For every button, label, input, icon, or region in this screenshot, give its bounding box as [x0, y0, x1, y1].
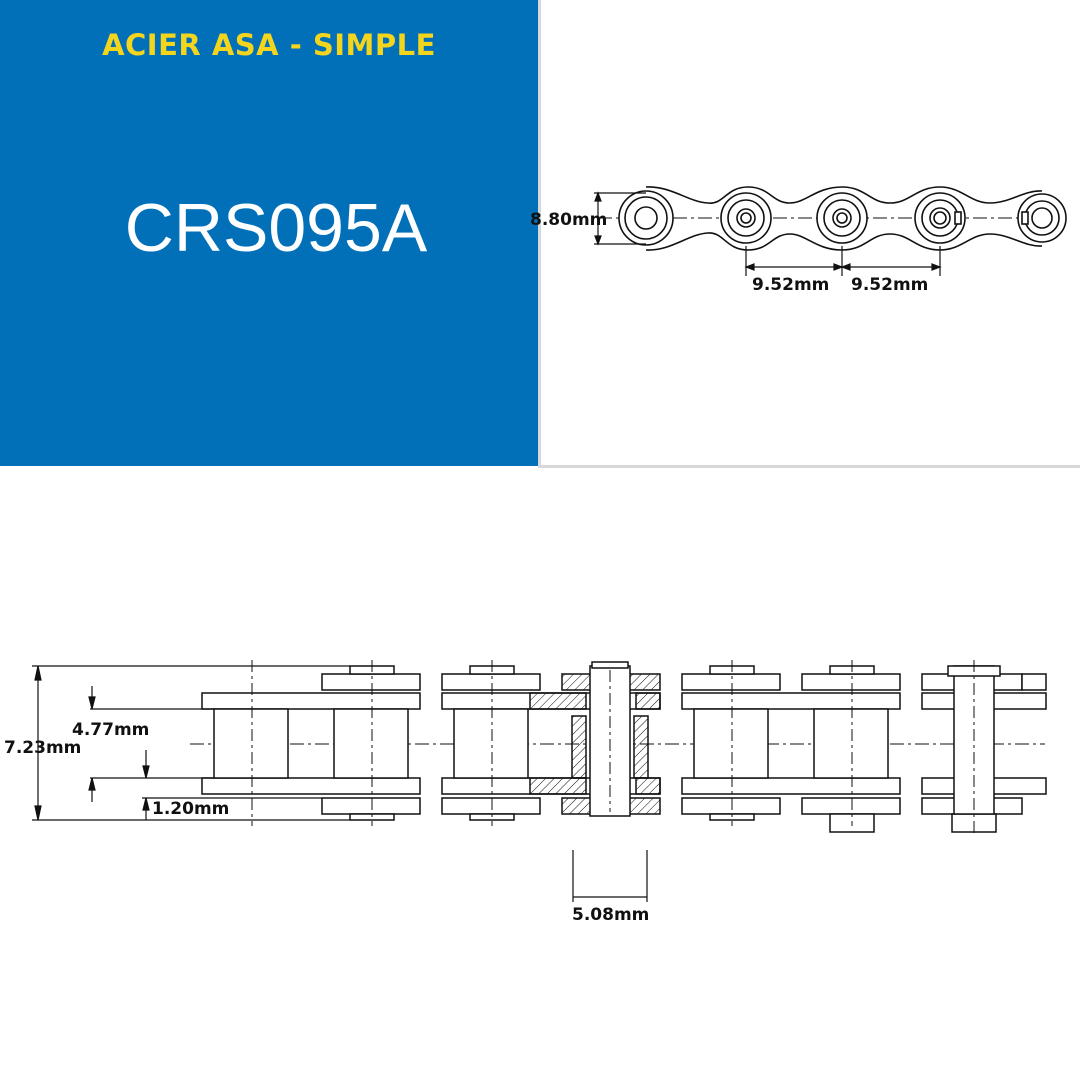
outer-plate-bottom-4 — [801, 797, 901, 815]
roller-5 — [1017, 193, 1067, 243]
outer-plate-top-4 — [801, 673, 901, 691]
inner-plate-bottom-3 — [681, 777, 901, 795]
inner-plate-top-3 — [681, 692, 901, 710]
pitch-dimension-left: 9.52mm — [752, 275, 829, 295]
title-panel — [0, 0, 538, 466]
roller-top-3 — [453, 708, 529, 779]
outer-plate-top-3 — [681, 673, 781, 691]
roller-top-2 — [333, 708, 409, 779]
inner-plate-bottom-1 — [201, 777, 421, 795]
roller-1 — [618, 190, 674, 246]
outer-plate-bottom-2 — [441, 797, 541, 815]
outer-plate-bottom-3 — [681, 797, 781, 815]
inner-plate-top-1 — [201, 692, 421, 710]
plate-thickness-dimension: 1.20mm — [152, 799, 229, 819]
roller-top-4 — [693, 708, 769, 779]
roller-2 — [720, 192, 772, 244]
pitch-dimension-right: 9.52mm — [851, 275, 928, 295]
outer-plate-top-2 — [441, 673, 541, 691]
outer-plate-bottom-1 — [321, 797, 421, 815]
height-dimension: 8.80mm — [530, 210, 607, 230]
series-label: ACIER ASA - SIMPLE — [102, 28, 436, 62]
section-cut — [529, 661, 661, 817]
pin-length-dimension: 7.23mm — [4, 738, 81, 758]
roller-3 — [816, 192, 868, 244]
roller-top-1 — [213, 708, 289, 779]
side-links — [618, 190, 1067, 246]
panel-divider — [538, 0, 541, 468]
model-name: CRS095A — [124, 190, 428, 266]
section-divider — [538, 465, 1080, 468]
outer-plate-top-1 — [321, 673, 421, 691]
inner-width-dimension: 4.77mm — [72, 720, 149, 740]
roller-diameter-dimension: 5.08mm — [572, 905, 649, 925]
roller-top-5 — [813, 708, 889, 779]
